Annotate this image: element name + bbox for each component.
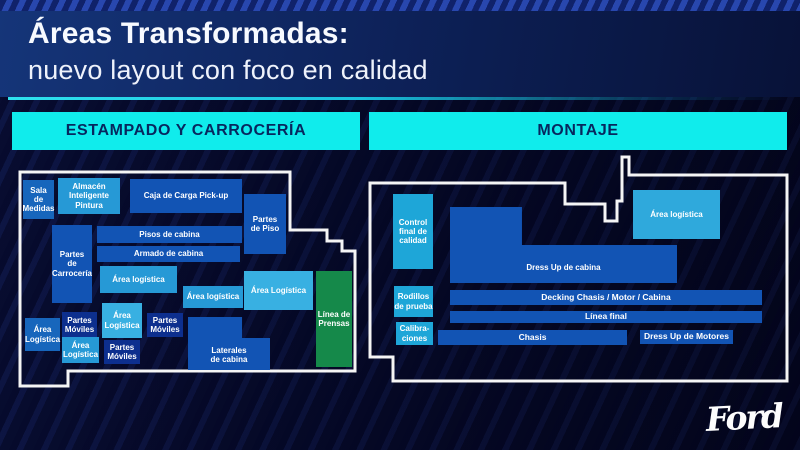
- area-box-caja-de-carga-pickup: Caja de Carga Pick-up: [130, 179, 242, 213]
- area-box-rodillos-de-prueba: Rodillos de prueba: [394, 286, 433, 317]
- area-box-area-logistica-montaje: Área logística: [633, 190, 720, 239]
- area-box-partes-moviles-1: Partes Móviles: [62, 312, 97, 338]
- area-box-partes-de-piso: Partes de Piso: [244, 194, 286, 254]
- area-box-pisos-de-cabina: Pisos de cabina: [97, 226, 242, 243]
- estampado-floor-plan: Sala de Medidas Almacén Inteligente Pint…: [18, 170, 358, 390]
- estampado-floor-outline: [18, 170, 357, 388]
- area-box-area-logistica-este: Área Logística: [244, 271, 313, 310]
- area-box-area-logistica-central: Área logística: [100, 266, 177, 293]
- area-box-area-logistica-central2: Área logística: [183, 286, 243, 308]
- montaje-floor-outline: [368, 155, 789, 383]
- area-box-armado-de-cabina: Armado de cabina: [97, 246, 240, 262]
- area-box-dress-up-de-motores: Dress Up de Motores: [640, 330, 733, 344]
- area-box-area-logistica-sur2: Área Logística: [102, 303, 142, 338]
- ford-logo: Ford: [704, 396, 783, 439]
- area-box-almacen-inteligente-pintura: Almacén Inteligente Pintura: [58, 178, 120, 214]
- montaje-floor-plan: Control final de calidad Rodillos de pru…: [368, 153, 792, 385]
- header-divider: [8, 97, 792, 100]
- area-box-calibraciones: Calibra- ciones: [396, 322, 433, 345]
- slide-title: Áreas Transformadas:: [28, 17, 349, 50]
- section-header-estampado: ESTAMPADO Y CARROCERÍA: [12, 112, 360, 150]
- header-band: [0, 11, 800, 97]
- area-box-control-final-de-calidad: Control final de calidad: [393, 194, 433, 269]
- section-header-montaje: MONTAJE: [369, 112, 787, 150]
- area-box-partes-moviles-2: Partes Móviles: [104, 340, 140, 364]
- area-box-partes-moviles-3: Partes Móviles: [147, 313, 183, 337]
- area-box-linea-de-prensas: Línea de Prensas: [316, 271, 352, 367]
- area-box-area-logistica-sur1: Área Logística: [62, 337, 99, 363]
- area-box-partes-de-carroceria: Partes de Carrocería: [52, 225, 92, 303]
- area-box-linea-final: Línea final: [450, 311, 762, 323]
- area-box-sala-de-medidas: Sala de Medidas: [23, 180, 55, 219]
- area-box-decking-chasis-motor-cabina: Decking Chasis / Motor / Cabina: [450, 290, 762, 305]
- area-box-chasis: Chasis: [438, 330, 627, 345]
- slide-subtitle: nuevo layout con foco en calidad: [28, 55, 428, 85]
- area-box-area-logistica-oeste: Área Logística: [25, 318, 60, 351]
- top-decor-strip: [0, 0, 800, 11]
